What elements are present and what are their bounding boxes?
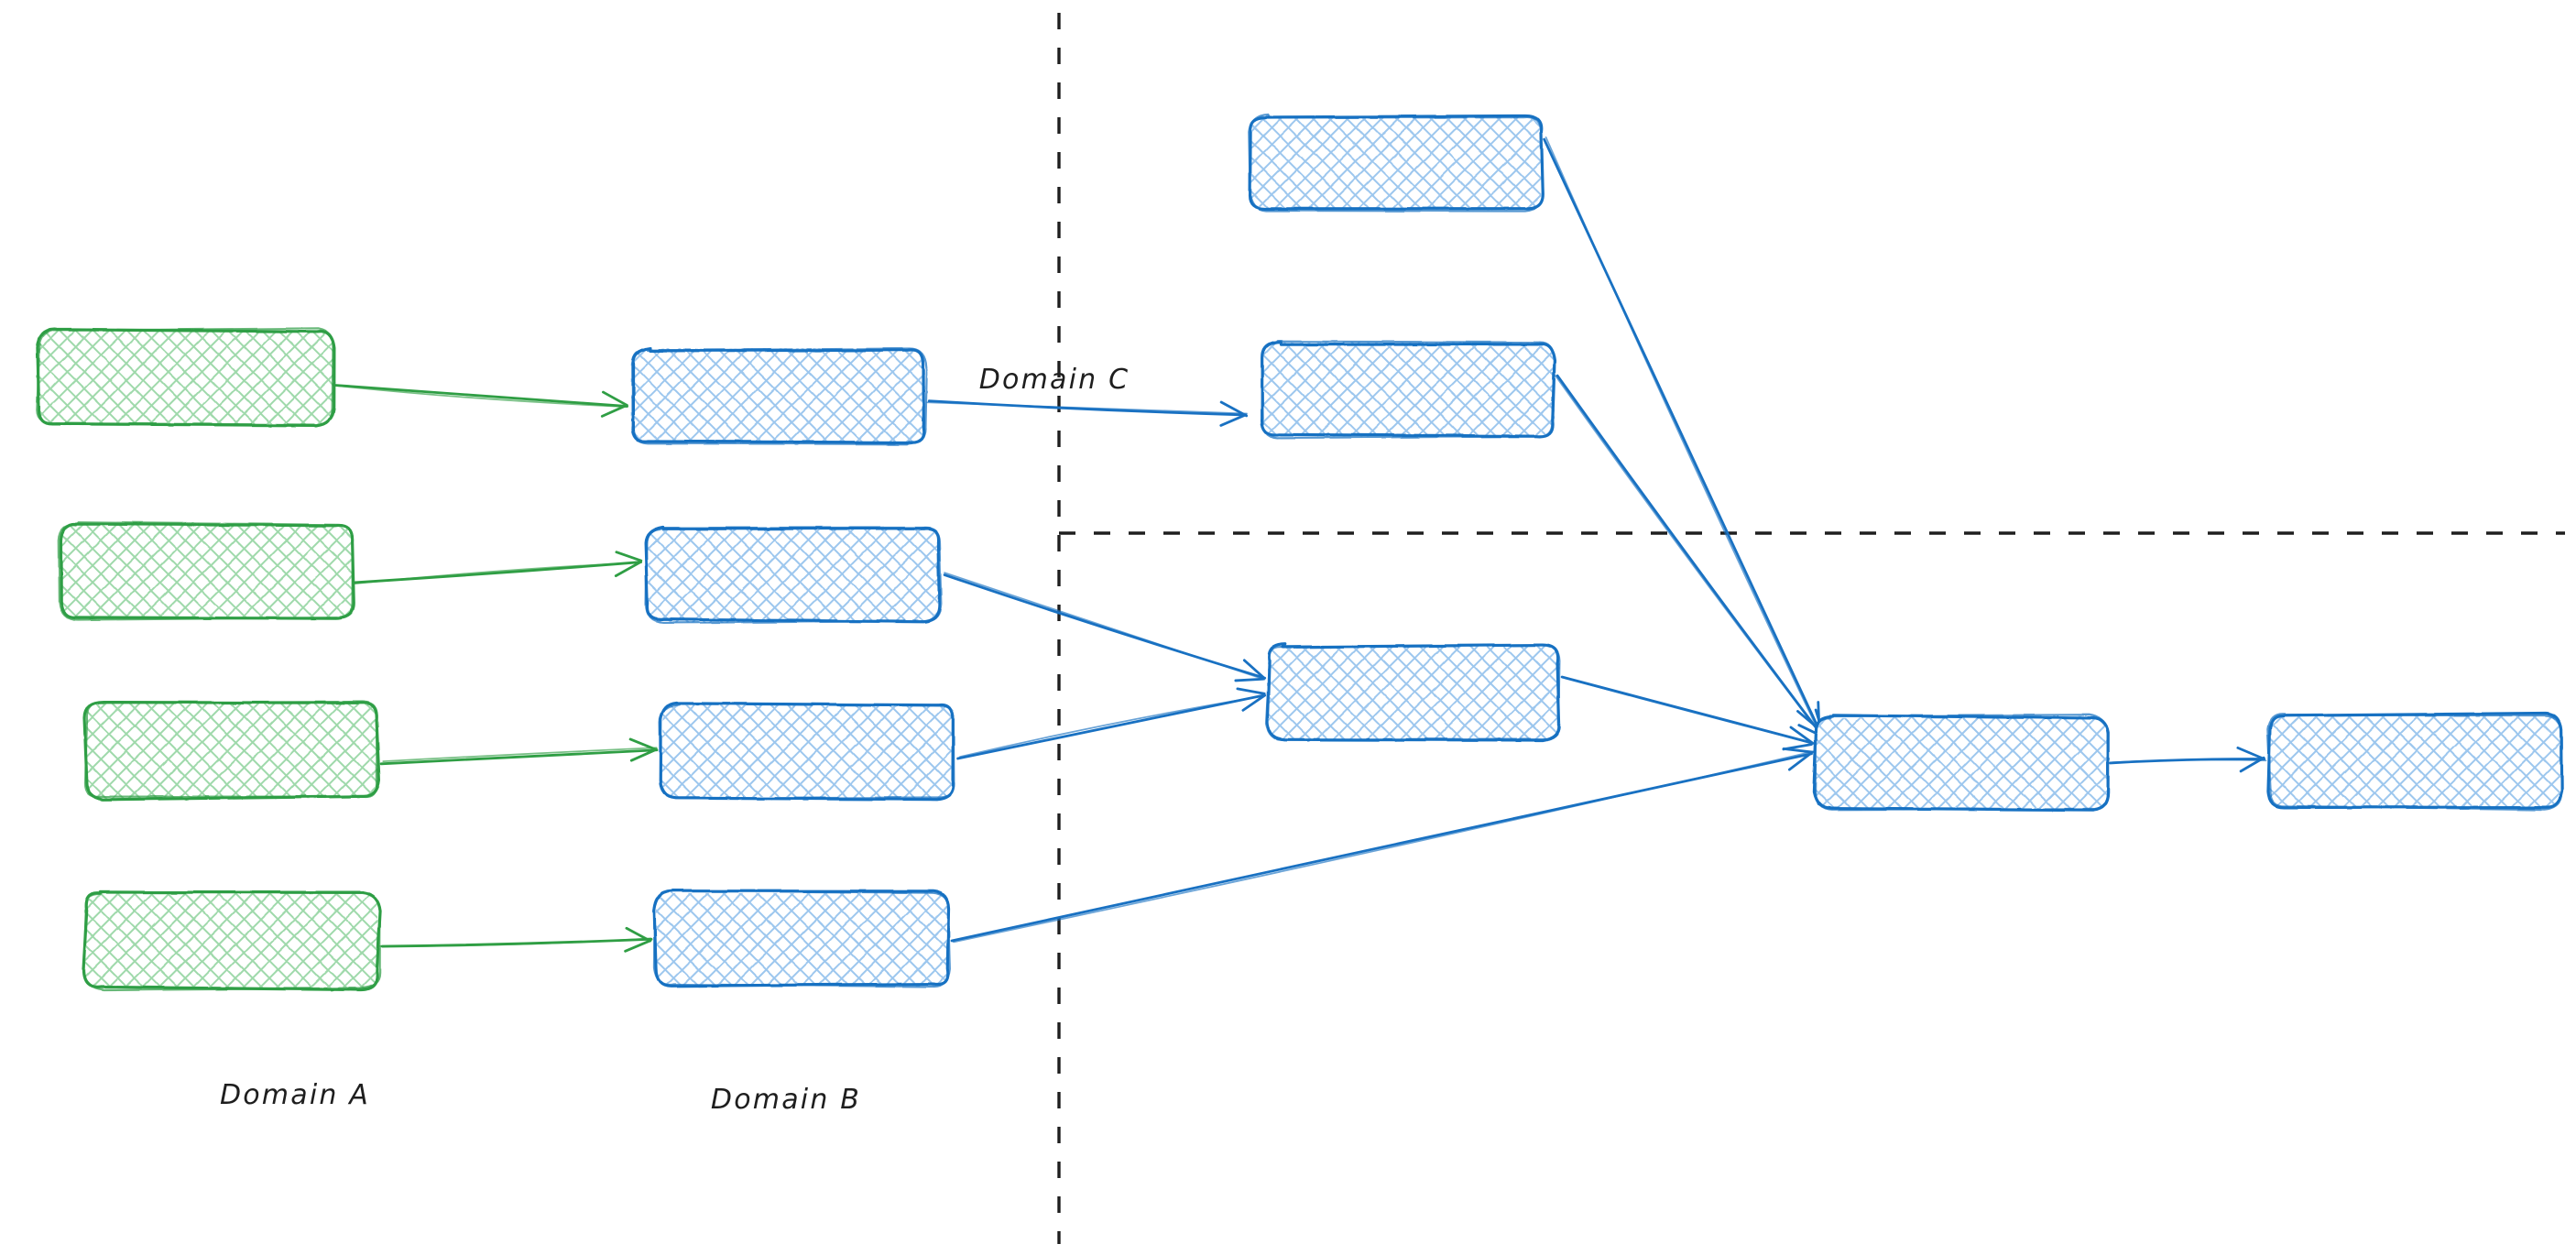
edge-shaft <box>953 750 1815 944</box>
domain-c-label: Domain C <box>979 364 1130 396</box>
node-b-center[interactable] <box>1264 642 1561 742</box>
edge-a-proc-3-to-b-center <box>956 687 1267 760</box>
edge-shaft <box>382 747 658 762</box>
node-outline <box>658 702 955 800</box>
node-fill <box>1267 645 1560 740</box>
node-fill <box>38 330 334 426</box>
edge-c-main-to-c-out <box>2109 746 2267 773</box>
arrow-head <box>2236 746 2265 760</box>
edge-a-proc-4-to-c-main <box>950 748 1815 944</box>
edge-a-src-4-to-a-proc-4 <box>378 926 653 953</box>
edge-shaft <box>331 384 628 408</box>
arrow-head <box>2239 756 2265 773</box>
node-outline <box>1264 644 1561 741</box>
node-a-src-3[interactable] <box>82 700 381 802</box>
arrow-head <box>1219 413 1248 427</box>
node-a-proc-2[interactable] <box>644 525 943 625</box>
arrow-head <box>615 551 643 562</box>
edge-shaft <box>956 693 1265 760</box>
arrow-head <box>602 390 628 407</box>
arrow-head <box>1782 743 1813 751</box>
edge-shaft <box>959 694 1266 758</box>
node-a-proc-4[interactable] <box>652 889 951 988</box>
node-fill <box>660 704 955 799</box>
edge-b-mid-to-c-main <box>1555 374 1826 739</box>
node-a-proc-1[interactable] <box>630 346 928 445</box>
arrow-head <box>1789 726 1815 745</box>
edge-shaft <box>944 572 1266 681</box>
nodes-layer <box>36 113 2564 992</box>
edge-b-top-to-c-main <box>1543 136 1821 731</box>
domain-dividers <box>1057 13 2565 1244</box>
node-outline <box>1261 340 1555 439</box>
edge-shaft <box>332 383 629 408</box>
node-outline <box>644 526 943 625</box>
node-outline <box>36 327 334 426</box>
node-outline <box>82 890 381 992</box>
node-b-top[interactable] <box>1248 113 1545 213</box>
edge-shaft <box>1545 136 1819 731</box>
edge-b-center-to-c-main <box>1560 675 1815 751</box>
edge-shaft <box>2112 758 2267 764</box>
edge-shaft <box>354 562 642 585</box>
edge-a-proc-2-to-b-center <box>943 572 1267 682</box>
node-fill <box>84 703 379 800</box>
node-b-mid[interactable] <box>1261 340 1556 439</box>
node-c-main[interactable] <box>1812 714 2110 813</box>
arrow-head <box>614 561 642 577</box>
edge-a-src-2-to-a-proc-2 <box>353 551 643 585</box>
node-a-src-4[interactable] <box>82 890 382 992</box>
edge-shaft <box>1555 374 1826 739</box>
edge-shaft <box>1555 375 1823 737</box>
node-a-proc-3[interactable] <box>658 701 955 802</box>
arrow-head <box>625 926 652 943</box>
node-outline <box>2266 713 2563 811</box>
arrow-head <box>629 748 658 762</box>
arrow-head <box>1219 400 1249 418</box>
node-a-src-2[interactable] <box>58 521 355 621</box>
edge-a-src-3-to-a-proc-3 <box>379 737 659 766</box>
arrow-head <box>624 939 652 953</box>
arrow-head <box>1234 677 1265 682</box>
edge-shaft <box>926 401 1248 415</box>
arrow-head <box>628 737 658 751</box>
node-a-src-1[interactable] <box>36 327 336 427</box>
node-outline <box>652 889 951 988</box>
node-outline <box>1248 113 1545 213</box>
node-outline <box>1814 714 2109 812</box>
node-fill <box>1249 115 1543 210</box>
node-fill <box>83 892 378 988</box>
node-outline <box>58 521 354 621</box>
arrow-head <box>1236 687 1266 695</box>
node-outline <box>83 700 378 799</box>
node-fill <box>2268 714 2561 809</box>
node-fill <box>1816 715 2108 812</box>
node-c-out[interactable] <box>2266 711 2564 811</box>
arrow-head <box>1241 693 1267 712</box>
node-fill <box>645 528 941 623</box>
edge-shaft <box>1564 677 1812 744</box>
domain-labels-layer: Domain A Domain B Domain C <box>220 364 1130 1116</box>
edge-a-src-1-to-a-proc-1 <box>331 383 629 418</box>
edge-shaft <box>378 937 652 947</box>
domain-b-label: Domain B <box>711 1084 861 1116</box>
edges-layer <box>331 136 2267 953</box>
node-fill <box>1261 342 1555 437</box>
node-fill <box>655 890 950 987</box>
node-outline <box>631 347 928 445</box>
node-fill <box>630 348 926 444</box>
arrow-head <box>1242 659 1266 680</box>
arrow-head <box>1787 751 1813 771</box>
arrow-head <box>600 403 628 418</box>
edge-a-proc-1-to-b-mid <box>926 399 1249 427</box>
node-fill <box>60 524 354 619</box>
domain-a-label: Domain A <box>220 1079 370 1111</box>
edge-shaft <box>379 748 659 766</box>
